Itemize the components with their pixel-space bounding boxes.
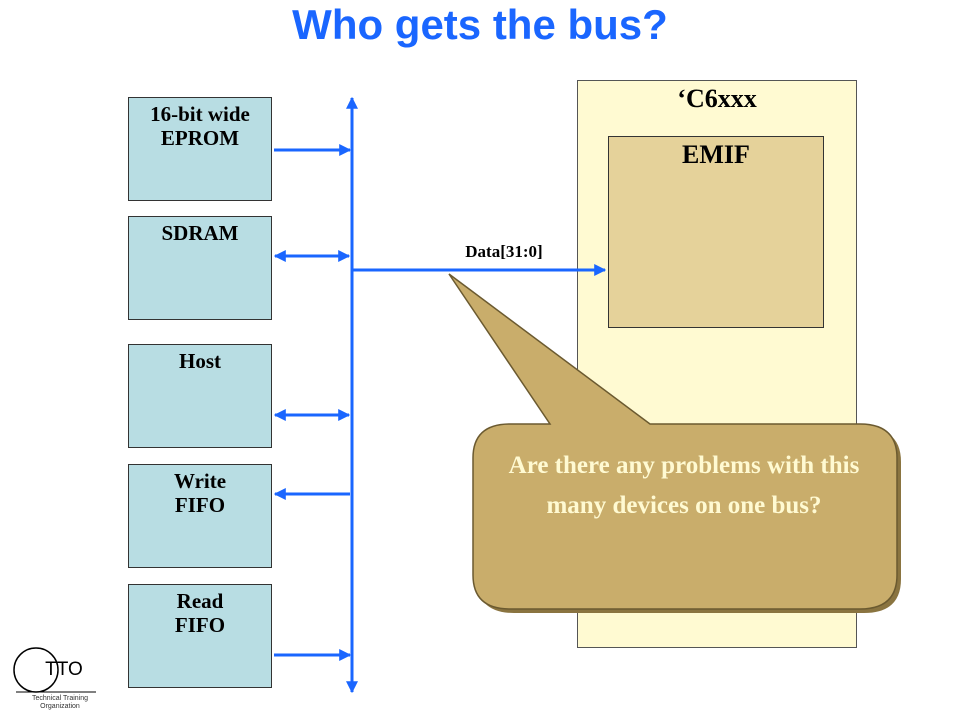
- page-title: Who gets the bus?: [292, 1, 668, 48]
- device-write-fifo: Write FIFO: [128, 464, 272, 568]
- device-read-fifo: Read FIFO: [128, 584, 272, 688]
- device-label: Read FIFO: [174, 589, 226, 637]
- device-label: Write FIFO: [173, 469, 227, 517]
- callout-bubble: [448, 273, 901, 613]
- callout-text: Are there any problems with this many de…: [508, 452, 860, 519]
- device-label: SDRAM: [161, 221, 239, 245]
- emif-block: [608, 136, 824, 328]
- device-label: 16-bit wide EPROM: [150, 102, 250, 150]
- device-sdram: SDRAM: [128, 216, 272, 320]
- logo-tto-text: TTO: [45, 659, 83, 680]
- chip-label: ‘C6xxx: [677, 84, 757, 113]
- device-host: Host: [128, 344, 272, 448]
- data-bus-label: Data[31:0]: [465, 242, 543, 261]
- emif-label: EMIF: [682, 140, 750, 169]
- tto-logo-mark: [13, 647, 96, 693]
- logo-subtitle: Technical Training Organization: [31, 695, 89, 710]
- device-label: Host: [179, 349, 221, 373]
- device-eprom: 16-bit wide EPROM: [128, 97, 272, 201]
